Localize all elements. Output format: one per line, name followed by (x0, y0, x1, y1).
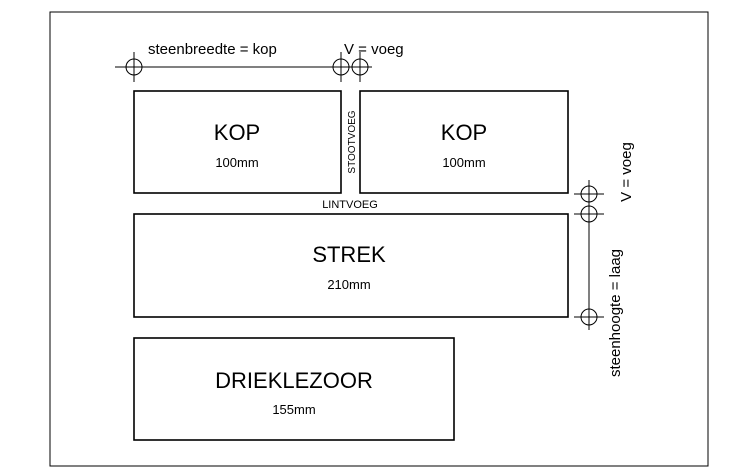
brick-name: STREK (312, 242, 386, 267)
top-dimension-line (115, 52, 372, 82)
crosshair-marker (574, 185, 604, 203)
brick-kop-left: KOP 100mm (133, 90, 342, 194)
height-dimension-label: steenhoogte = laag (607, 249, 624, 377)
crosshair-marker (574, 308, 604, 326)
diagram-frame (49, 11, 709, 467)
crosshair-marker (351, 52, 369, 82)
brick-size: 155mm (272, 402, 315, 417)
brick-size: 100mm (215, 155, 258, 170)
brick-strek: STREK 210mm (133, 213, 569, 318)
brick-drieklezoor: DRIEKLEZOOR 155mm (133, 337, 455, 441)
brick-size: 100mm (442, 155, 485, 170)
joint-dimension-label: V = voeg (344, 41, 404, 58)
brick-kop-right: KOP 100mm (359, 90, 569, 194)
head-joint-label: STOOTVOEG (347, 110, 358, 173)
side-joint-dimension-label: V = voeg (618, 142, 635, 202)
brick-name: DRIEKLEZOOR (215, 368, 373, 393)
brick-name: KOP (214, 120, 260, 145)
crosshair-marker (332, 52, 350, 82)
side-dimension-line (574, 180, 604, 330)
crosshair-marker (574, 205, 604, 223)
crosshair-marker (125, 52, 143, 82)
bed-joint-label: LINTVOEG (322, 199, 378, 211)
width-dimension-label: steenbreedte = kop (148, 41, 277, 58)
brick-size: 210mm (327, 277, 370, 292)
brick-name: KOP (441, 120, 487, 145)
